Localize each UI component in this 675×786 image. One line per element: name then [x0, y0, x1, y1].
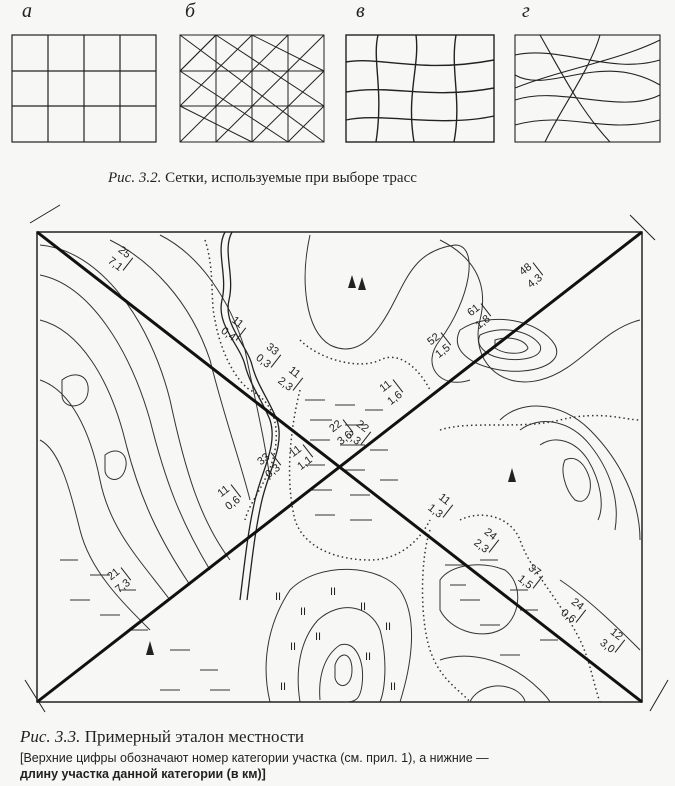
- fig33-note-line-2: длину участка данной категории (в км)]: [20, 767, 266, 781]
- grid-g-wavy: [514, 34, 661, 143]
- segment-category: 21: [105, 566, 122, 583]
- river: [220, 231, 280, 601]
- grass-symbols: II II II II II II II II II II: [275, 586, 396, 693]
- segment-category: 61: [465, 302, 482, 319]
- route-line-2: [36, 230, 643, 704]
- segment-boundary-tick: [302, 444, 314, 458]
- fig33-caption-prefix: Рис. 3.3.: [20, 727, 81, 746]
- svg-text:II: II: [390, 681, 396, 693]
- segment-category: 25: [116, 244, 133, 261]
- grid-label-a: а: [22, 0, 32, 22]
- fig33-caption-text: Примерный эталон местности: [84, 727, 304, 746]
- segment-label: 112,3: [275, 364, 304, 394]
- route-1-segment-labels: 257,1110,4330,3112,3223,3111,3242,3371,5…: [105, 244, 626, 656]
- tree-symbols: [146, 275, 516, 655]
- contour-lines: [39, 234, 641, 703]
- segment-label: 242,3: [471, 526, 500, 556]
- segment-boundary-tick: [480, 303, 492, 317]
- segment-boundary-tick: [270, 452, 282, 466]
- segment-label: 371,5: [515, 562, 544, 592]
- segment-boundary-tick: [235, 327, 247, 341]
- segment-category: 37: [526, 562, 543, 579]
- segment-boundary-tick: [488, 539, 500, 553]
- svg-text:II: II: [360, 601, 366, 613]
- segment-boundary-tick: [614, 639, 626, 653]
- grid-a-rectangular: [11, 34, 157, 143]
- segment-boundary-tick: [360, 431, 372, 445]
- svg-text:II: II: [290, 641, 296, 653]
- grid-v-curvilinear: [345, 34, 495, 143]
- corner-arrows: [24, 204, 669, 713]
- svg-text:II: II: [365, 651, 371, 663]
- segment-boundary-tick: [292, 377, 304, 391]
- segment-label: 611,8: [465, 302, 492, 332]
- fig32-caption-prefix: Рис. 3.2.: [108, 170, 162, 186]
- svg-text:II: II: [300, 606, 306, 618]
- segment-label: 111,3: [425, 491, 454, 521]
- segment-category: 12: [608, 626, 625, 643]
- segment-label: 111,6: [378, 378, 405, 408]
- segment-label: 257,1: [105, 244, 134, 274]
- segment-category: 24: [482, 526, 499, 543]
- vegetation-boundaries: [204, 239, 641, 703]
- segment-boundary-tick: [342, 419, 354, 433]
- segment-boundary-tick: [532, 575, 544, 589]
- segment-label: 110,6: [216, 483, 243, 513]
- segment-boundary-tick: [392, 379, 404, 393]
- segment-category: 22: [327, 418, 344, 435]
- route-2-segment-labels: 217,3110,6330,3111,1223,6111,6521,5611,8…: [105, 261, 544, 596]
- segment-boundary-tick: [575, 609, 587, 623]
- svg-text:II: II: [330, 586, 336, 598]
- fig32-caption-text: Сетки, используемые при выборе трасс: [165, 170, 417, 186]
- fig33-caption: Рис. 3.3. Примерный эталон местности: [20, 727, 304, 747]
- segment-category: 24: [569, 596, 586, 613]
- svg-text:II: II: [275, 591, 281, 603]
- segment-label: 330,3: [253, 341, 282, 371]
- segment-category: 33: [255, 451, 272, 468]
- grid-label-g: г: [522, 0, 530, 22]
- svg-text:II: II: [385, 621, 391, 633]
- grid-b-diagonal: [179, 34, 325, 143]
- segment-boundary-tick: [120, 567, 132, 581]
- segment-label: 217,3: [105, 566, 132, 596]
- segment-boundary-tick: [230, 484, 242, 498]
- segment-boundary-tick: [442, 504, 454, 518]
- segment-category: 22: [354, 418, 371, 435]
- segment-label: 484,3: [517, 261, 544, 291]
- terrain-map: II II II II II II II II II II: [24, 204, 669, 713]
- marsh-symbols: [60, 399, 558, 691]
- segment-boundary-tick: [440, 332, 452, 346]
- segment-label: 521,5: [425, 331, 452, 361]
- svg-text:II: II: [280, 681, 286, 693]
- grid-label-v: в: [356, 0, 365, 22]
- fig33-note-line-1: [Верхние цифры обозначают номер категори…: [20, 751, 489, 765]
- segment-boundary-tick: [532, 262, 544, 276]
- segment-boundary-tick: [270, 354, 282, 368]
- segment-label: 240,6: [558, 596, 587, 626]
- segment-label: 123,0: [597, 626, 626, 656]
- svg-text:II: II: [315, 631, 321, 643]
- segment-category: 52: [425, 331, 442, 348]
- segment-category: 33: [264, 341, 281, 358]
- segment-category: 48: [517, 261, 534, 278]
- map-frame: [36, 231, 643, 703]
- fig32-caption: Рис. 3.2. Сетки, используемые при выборе…: [108, 170, 417, 187]
- segment-boundary-tick: [122, 257, 134, 271]
- grid-label-b: б: [185, 0, 196, 22]
